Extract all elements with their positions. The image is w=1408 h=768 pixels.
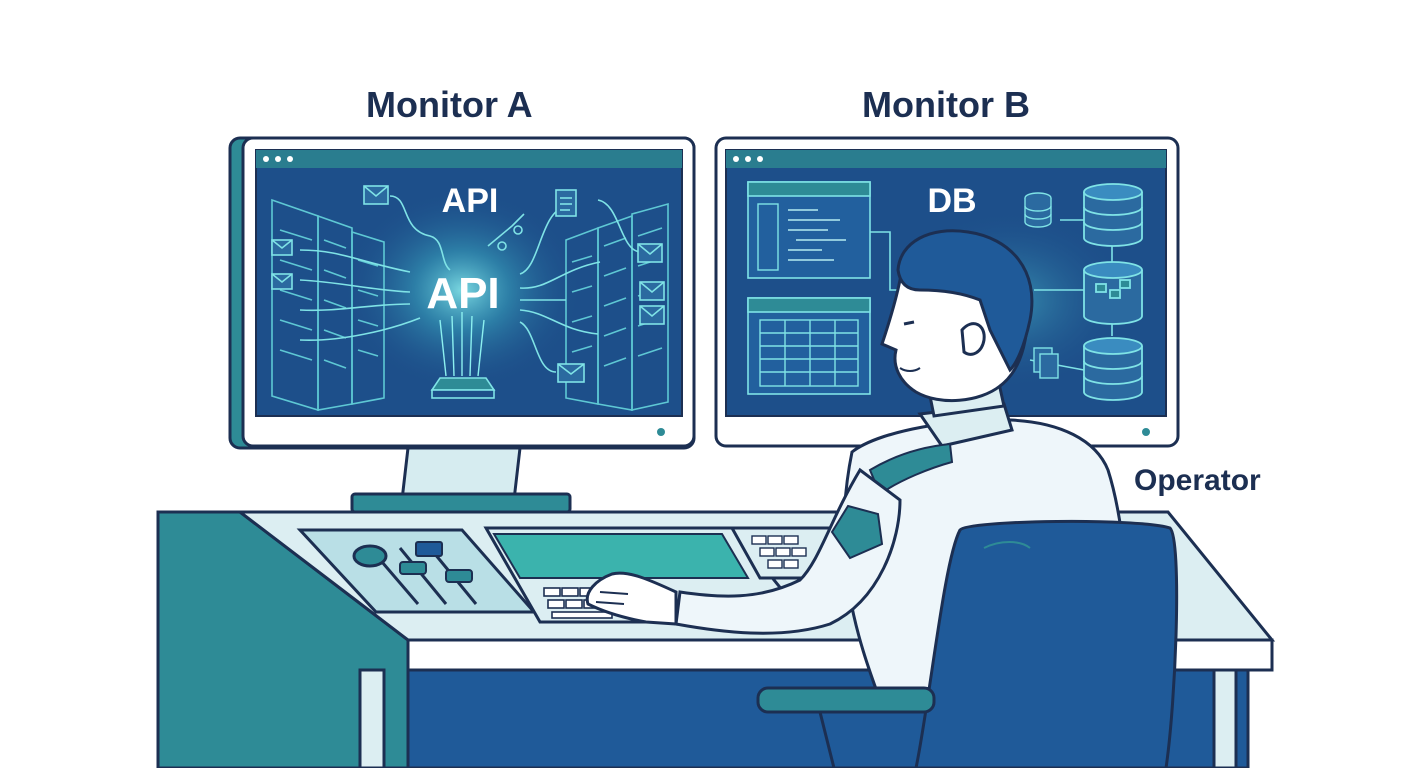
- database-icon: [1083, 261, 1143, 325]
- monitor-a-stand: [400, 446, 522, 502]
- operator-label: Operator: [1134, 464, 1261, 497]
- envelope-icon: [639, 281, 665, 301]
- table-window-icon: [747, 297, 871, 395]
- envelope-icon: [639, 305, 665, 325]
- monitor-a-screen-title: API: [442, 182, 499, 220]
- chair: [756, 519, 1179, 768]
- window-dot-icon: [275, 156, 281, 162]
- monitor-a-center-text: API: [426, 269, 499, 318]
- node-icon: [497, 241, 507, 251]
- knob-icon[interactable]: [352, 544, 388, 568]
- monitor-a-base: [350, 492, 572, 514]
- operator-hair: [896, 229, 1034, 373]
- hologram-pad-icon: [430, 312, 496, 399]
- monitor-b-titlebar: [726, 150, 1166, 168]
- database-icon: [1083, 183, 1143, 247]
- monitor-b-screen-title: DB: [927, 182, 976, 220]
- server-rack-left-icon: [271, 198, 385, 412]
- slider-panel: [296, 528, 538, 614]
- envelope-icon: [363, 185, 389, 205]
- window-dot-icon: [745, 156, 751, 162]
- code-window-icon: [747, 181, 871, 279]
- database-icon: [1083, 337, 1143, 401]
- window-dot-icon: [733, 156, 739, 162]
- power-led-icon: [1142, 428, 1150, 436]
- document-icon: [555, 189, 577, 217]
- hand: [585, 571, 678, 626]
- chair-armrest: [756, 686, 936, 714]
- power-led-icon: [657, 428, 665, 436]
- documents-icon: [1033, 347, 1059, 379]
- monitor-a-titlebar: [256, 150, 682, 168]
- envelope-icon: [271, 239, 293, 256]
- shoulder-patch-icon: [830, 504, 884, 560]
- node-icon: [513, 225, 523, 235]
- envelope-icon: [271, 273, 293, 290]
- monitor-b-label: Monitor B: [862, 84, 1030, 125]
- window-dot-icon: [263, 156, 269, 162]
- slider-handle-icon[interactable]: [399, 561, 427, 575]
- slider-handle-icon[interactable]: [445, 569, 473, 583]
- touch-display[interactable]: [492, 533, 750, 579]
- database-small-icon: [1024, 192, 1052, 228]
- monitor-a: API API: [228, 136, 696, 514]
- envelope-icon: [637, 243, 663, 263]
- monitor-a-label: Monitor A: [366, 84, 533, 125]
- window-dot-icon: [757, 156, 763, 162]
- window-dot-icon: [287, 156, 293, 162]
- button-icon[interactable]: [415, 541, 443, 557]
- envelope-icon: [557, 363, 585, 383]
- api-flow-lines: [299, 195, 641, 373]
